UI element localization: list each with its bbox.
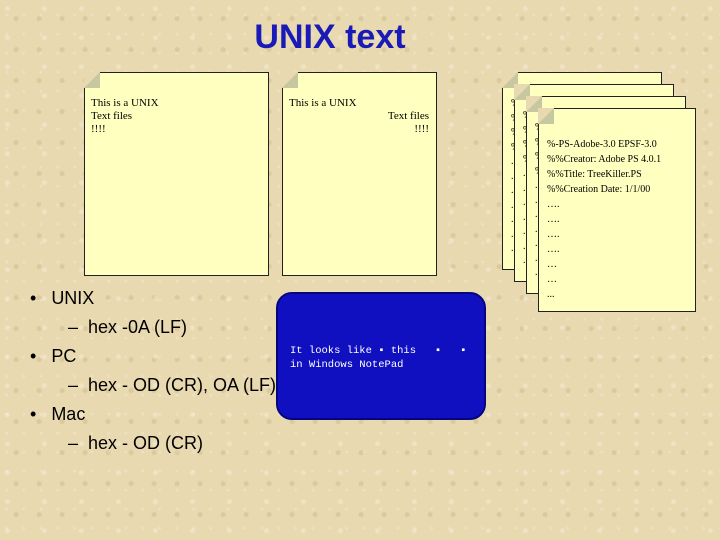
sub-bullet-item: – hex - OD (CR), OA (LF): [68, 375, 277, 395]
sub-bullet-text: hex -0A (LF): [88, 317, 188, 337]
note-line: Text files: [91, 110, 133, 122]
ps-line: …: [547, 259, 557, 270]
edge-mark: .: [523, 240, 526, 252]
edge-mark: .: [523, 197, 526, 208]
bullet-item: • PC: [30, 346, 77, 366]
edge-mark: .: [511, 214, 514, 225]
edge-mark: .: [511, 156, 514, 167]
edge-mark: .: [511, 170, 514, 182]
ps-line: %-PS-Adobe-3.0 EPSF-3.0: [547, 139, 657, 150]
slide-title: UNIX text: [254, 18, 406, 56]
edge-mark: .: [535, 180, 538, 191]
ps-line: ...: [547, 289, 555, 300]
ps-line: %%Creator: Adobe PS 4.0.1: [547, 154, 662, 165]
ps-line: ….: [547, 244, 560, 255]
ps-line: %%Creation Date: 1/1/00: [547, 184, 651, 195]
notepad-preview-box: It looks like ▪ this ▪ ▪ in Windows Note…: [276, 292, 486, 420]
page-fold-corner: [84, 72, 100, 88]
ps-line: %%Title: TreeKiller.PS: [547, 169, 642, 180]
postscript-page-front: %-PS-Adobe-3.0 EPSF-3.0 %%Creator: Adobe…: [538, 108, 696, 312]
sub-bullet-item: – hex -0A (LF): [68, 317, 188, 337]
note-line: This is a UNIX: [91, 97, 159, 109]
page-fold-corner: [538, 108, 554, 124]
ps-line: ….: [547, 229, 560, 240]
ps-line: ….: [547, 214, 560, 225]
bullet-label: Mac: [51, 404, 86, 424]
notepad-line: It looks like ▪ this ▪ ▪: [290, 345, 467, 357]
edge-mark: .: [535, 194, 538, 206]
bullet-label: PC: [51, 346, 77, 366]
edge-mark: .: [523, 211, 526, 223]
note-line: Text files: [387, 110, 429, 122]
sub-bullet-text: hex - OD (CR): [88, 433, 204, 453]
notepad-line: in Windows NotePad: [290, 359, 404, 371]
bullet-item: • Mac: [30, 404, 86, 424]
note-line: !!!!: [91, 123, 106, 135]
edge-mark: .: [535, 209, 538, 220]
edge-mark: .: [511, 185, 514, 196]
sub-bullet-text: hex - OD (CR), OA (LF): [88, 375, 277, 395]
edge-mark: .: [523, 182, 526, 194]
bullet-label: UNIX: [51, 288, 95, 308]
bullet-item: • UNIX: [30, 288, 95, 308]
sub-bullet-item: – hex - OD (CR): [68, 433, 204, 453]
edge-mark: .: [511, 199, 514, 211]
unix-text-note-middle: This is a UNIX Text files !!!!: [282, 72, 437, 276]
unix-text-note-left: This is a UNIX Text files !!!!: [84, 72, 269, 276]
edge-mark: .: [535, 238, 538, 249]
edge-mark: .: [511, 228, 514, 240]
note-line: This is a UNIX: [289, 97, 357, 109]
edge-mark: .: [523, 168, 526, 179]
note-line: !!!!: [414, 123, 429, 135]
edge-mark: .: [523, 226, 526, 237]
edge-mark: .: [535, 223, 538, 235]
ps-line: …: [547, 274, 557, 285]
ps-line: ….: [547, 199, 560, 210]
edge-mark: .: [535, 252, 538, 264]
page-fold-corner: [282, 72, 298, 88]
